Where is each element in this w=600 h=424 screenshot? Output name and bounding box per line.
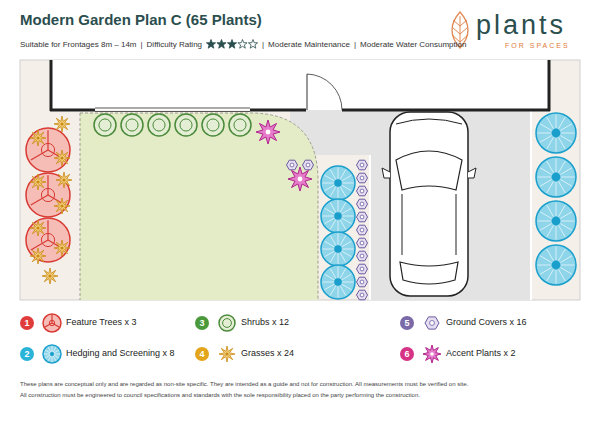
- legend-text: Accent Plants x 2: [446, 348, 516, 359]
- legend-text: Feature Trees x 3: [66, 317, 137, 328]
- subtitle-text: Suitable for Frontages 8m – 14m: [20, 40, 137, 49]
- subtitle-text: Moderate Water Consumption: [360, 40, 466, 49]
- house: [50, 60, 550, 110]
- subtitle-text: |: [262, 40, 264, 49]
- lawn: [80, 113, 318, 300]
- legend-text: Ground Covers x 16: [446, 317, 527, 328]
- house-wall: [250, 109, 306, 112]
- subtitle-text: |: [354, 40, 356, 49]
- door: [307, 74, 308, 110]
- callout-number: 2: [20, 349, 34, 360]
- callout-number: 1: [20, 318, 34, 329]
- callout-number: 6: [400, 349, 414, 360]
- logo-word: plants: [476, 9, 566, 41]
- paving-edge: [530, 110, 532, 300]
- car: [382, 112, 476, 296]
- plan-title: Modern Garden Plan C (65 Plants): [20, 11, 262, 29]
- disclaimer-note: All construction must be engineered to c…: [20, 392, 420, 399]
- legend-symbols: [20, 314, 441, 363]
- difficulty-stars: [206, 39, 258, 49]
- lawn-edge: [80, 113, 318, 300]
- subtitle-text: |: [141, 40, 143, 49]
- subtitle-text: Difficulty Rating: [147, 40, 202, 49]
- disclaimer-note: These plans are conceptual only and are …: [20, 381, 468, 388]
- house-wall: [342, 109, 550, 112]
- door-swing: [307, 74, 342, 110]
- window: [95, 108, 250, 109]
- legend-text: Shrubs x 12: [241, 317, 289, 328]
- paving-edge: [369, 155, 371, 300]
- house-wall: [548, 60, 551, 111]
- subtitle-row: Suitable for Frontages 8m – 14m | Difficul…: [20, 39, 466, 49]
- subtitle-text: Moderate Maintenance: [268, 40, 350, 49]
- callout-number: 5: [400, 318, 414, 329]
- plant-symbols: [26, 113, 576, 300]
- paving: [290, 110, 530, 300]
- lawn-edge: [80, 113, 81, 300]
- legend-text: Grasses x 24: [241, 348, 294, 359]
- logo-tagline: FOR SPACES: [505, 42, 570, 50]
- callout-number: 4: [195, 349, 209, 360]
- legend-text: Hedging and Screening x 8: [66, 348, 175, 359]
- house-wall: [50, 109, 95, 112]
- window: [95, 111, 250, 112]
- house-wall: [50, 60, 53, 111]
- garden-ground: [20, 60, 580, 300]
- callout-number: 3: [195, 318, 209, 329]
